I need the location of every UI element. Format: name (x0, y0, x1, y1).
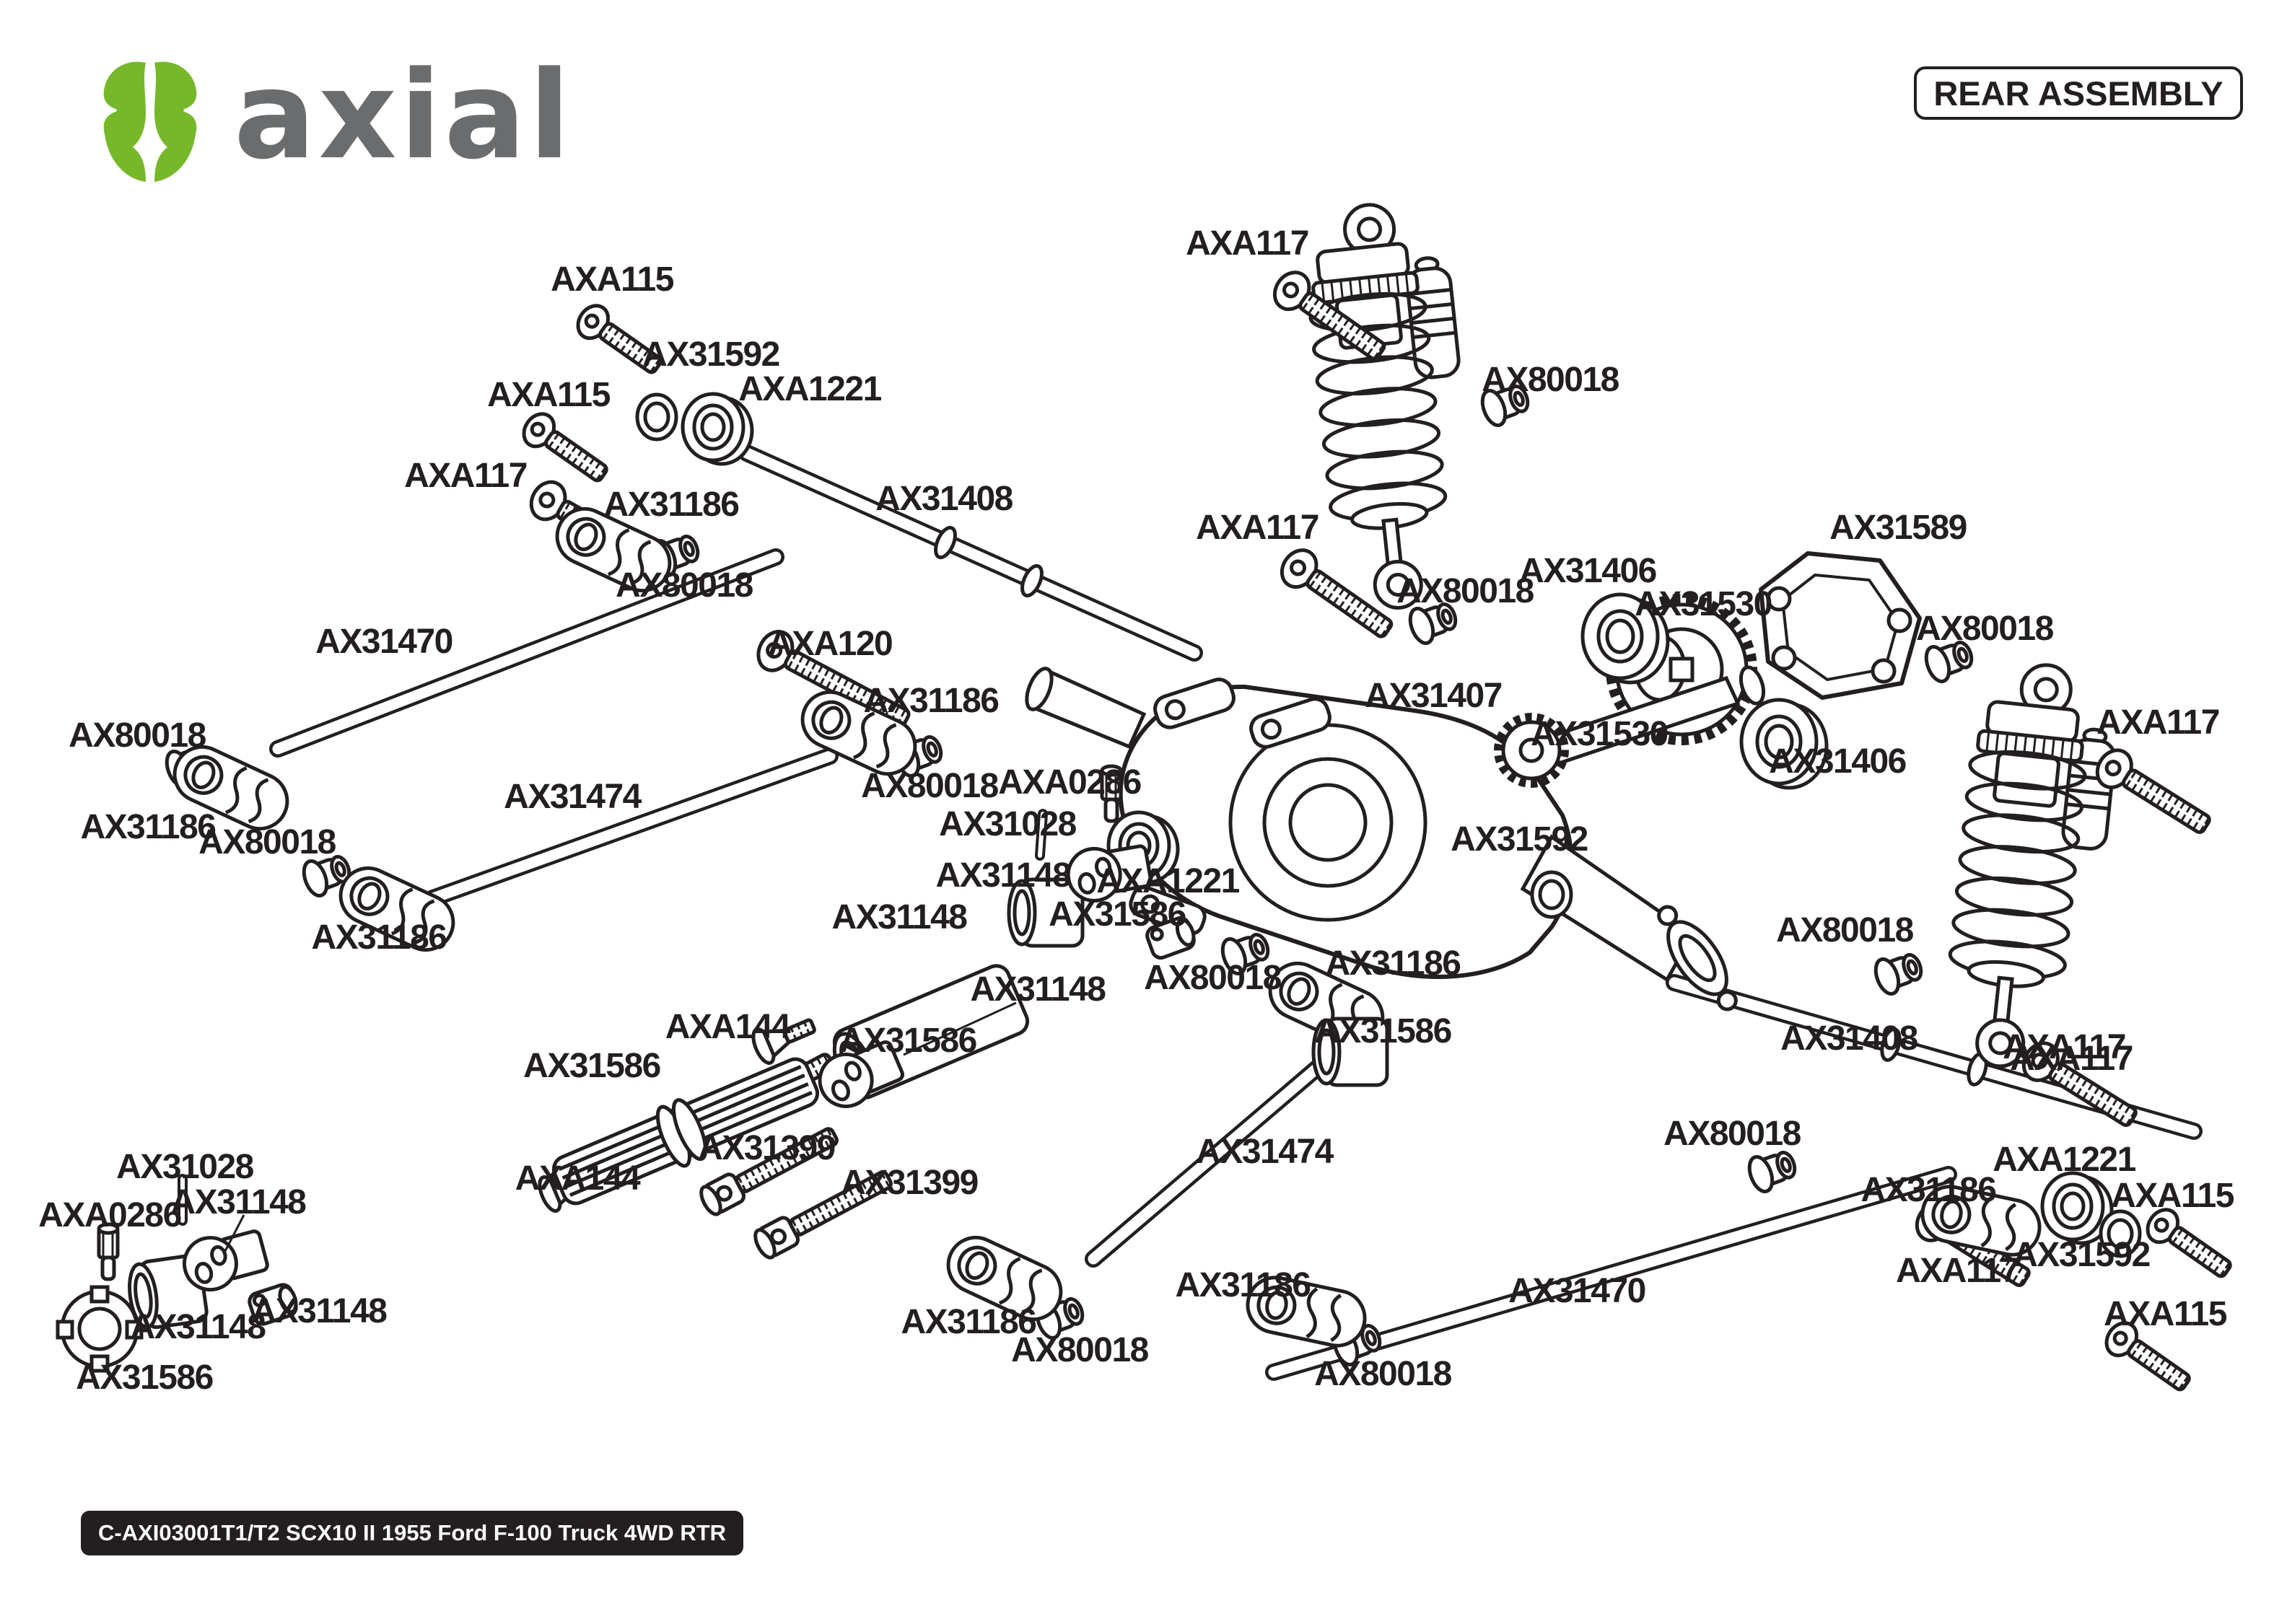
part-label-ax31408: AX31408 (875, 480, 1013, 518)
part-label-axa117: AXA117 (1186, 224, 1309, 263)
part-label-ax31406: AX31406 (1519, 552, 1657, 590)
upper-link-rod-ax31470 (269, 548, 784, 758)
part-label-ax31530: AX31530 (1531, 715, 1669, 753)
part-label-ax80018: AX80018 (1776, 911, 1914, 949)
part-label-axa117: AXA117 (2003, 1028, 2126, 1066)
part-label-ax80018: AX80018 (1482, 361, 1619, 399)
diff-cover-ax31589 (1759, 551, 1922, 700)
kit-code-badge: C-AXI03001T1/T2 SCX10 II 1955 Ford F-100… (81, 1511, 744, 1555)
part-label-ax31470: AX31470 (315, 623, 453, 661)
part-label-axa1221: AXA1221 (1993, 1141, 2136, 1179)
part-label-ax31530: AX31530 (1635, 585, 1772, 623)
part-label-axa0286: AXA0286 (998, 763, 1142, 802)
part-label-ax31186: AX31186 (80, 808, 217, 846)
part-label-ax31399: AX31399 (841, 1164, 979, 1202)
part-label-axa144: AXA144 (665, 1008, 791, 1046)
part-label-ax31186: AX31186 (1325, 944, 1461, 983)
part-label-axa117: AXA117 (404, 457, 528, 495)
part-label-ax31186: AX31186 (603, 486, 740, 524)
part-label-ax80018: AX80018 (616, 566, 753, 605)
part-label-ax31148: AX31148 (935, 856, 1072, 895)
shock-absorber-right (1939, 658, 2123, 1075)
part-label-ax80018: AX80018 (1916, 610, 2054, 648)
part-label-ax31592: AX31592 (642, 335, 780, 374)
part-label-ax80018: AX80018 (1396, 572, 1534, 610)
part-label-axa120: AXA120 (767, 625, 893, 663)
pivot-ball-ax80018-i (1871, 948, 1925, 997)
part-label-axa115: AXA115 (2111, 1177, 2234, 1215)
part-label-axa117: AXA117 (1896, 1252, 2019, 1290)
part-label-ax31474: AX31474 (1196, 1133, 1334, 1171)
part-label-ax80018: AX80018 (1663, 1115, 1801, 1153)
part-label-ax31407: AX31407 (1365, 677, 1503, 715)
part-label-ax31399: AX31399 (698, 1129, 836, 1167)
part-label-axa117: AXA117 (2096, 703, 2220, 742)
part-label-ax31586: AX31586 (523, 1047, 661, 1085)
part-label-ax31148: AX31148 (831, 898, 968, 936)
part-label-ax31186: AX31186 (311, 918, 447, 957)
upper-link-rod-ax31470-b (1265, 1166, 1957, 1381)
axial-logo: axial (92, 45, 574, 186)
washer-ax31592 (637, 395, 676, 439)
part-label-axa115: AXA115 (487, 376, 611, 414)
part-label-ax31592: AX31592 (1451, 820, 1588, 859)
part-label-ax31592: AX31592 (2013, 1236, 2151, 1274)
kit-code-text: C-AXI03001T1/T2 SCX10 II 1955 Ford F-100… (98, 1520, 727, 1545)
part-label-ax80018: AX80018 (1144, 959, 1282, 997)
axial-emblem-icon (103, 61, 197, 182)
part-label-axa115: AXA115 (551, 260, 674, 299)
part-label-ax80018: AX80018 (1314, 1355, 1452, 1393)
part-label-ax31028: AX31028 (939, 805, 1077, 843)
part-label-ax31408: AX31408 (1780, 1019, 1918, 1058)
part-label-ax31586: AX31586 (76, 1359, 214, 1397)
part-label-axa144: AXA144 (515, 1159, 641, 1198)
part-label-axa117: AXA117 (1196, 509, 1319, 547)
part-label-ax80018: AX80018 (198, 823, 336, 861)
part-label-ax80018: AX80018 (1011, 1331, 1149, 1369)
part-label-axa115: AXA115 (2104, 1295, 2227, 1333)
part-label-ax31148: AX31148 (170, 1183, 307, 1221)
part-label-ax31186: AX31186 (863, 682, 1000, 720)
lower-link-rod-ax31474 (424, 747, 839, 907)
axle-housing-drawing (1025, 667, 1738, 1011)
part-label-ax80018: AX80018 (861, 767, 999, 805)
shock-absorber-top (1300, 197, 1484, 614)
part-label-ax31586: AX31586 (1314, 1012, 1452, 1050)
part-label-ax31148: AX31148 (251, 1292, 388, 1330)
part-label-ax31474: AX31474 (504, 778, 642, 816)
part-label-ax31186: AX31186 (1860, 1171, 1997, 1209)
part-label-axa1221: AXA1221 (738, 370, 882, 408)
part-label-ax31148: AX31148 (970, 970, 1106, 1009)
brand-wordmark: axial (234, 45, 574, 186)
screw-axa115-c (2141, 1204, 2236, 1286)
part-label-ax31028: AX31028 (116, 1148, 254, 1186)
assembly-title-badge: REAR ASSEMBLY (1914, 66, 2243, 120)
part-label-ax31586: AX31586 (839, 1022, 977, 1060)
screw-axa115-b (517, 408, 613, 490)
part-label-ax31148: AX31148 (130, 1308, 266, 1346)
axle-shaft-ax31408-top (738, 444, 1203, 662)
part-label-ax31186: AX31186 (1175, 1266, 1311, 1304)
part-label-ax31406: AX31406 (1769, 742, 1907, 781)
leader-lines (222, 1001, 1017, 1255)
part-label-ax31470: AX31470 (1508, 1272, 1646, 1310)
part-label-ax31586: AX31586 (1049, 895, 1186, 934)
part-label-axa1221: AXA1221 (1096, 862, 1240, 900)
assembly-title-text: REAR ASSEMBLY (1933, 74, 2223, 113)
washer-ax31592-b (1532, 872, 1571, 917)
part-label-ax31589: AX31589 (1829, 509, 1967, 547)
part-label-axa117: AXA117 (2010, 1040, 2133, 1078)
part-label-ax80018: AX80018 (69, 716, 206, 755)
part-label-ax31186: AX31186 (901, 1303, 1037, 1341)
part-label-axa0286: AXA0286 (38, 1196, 182, 1234)
